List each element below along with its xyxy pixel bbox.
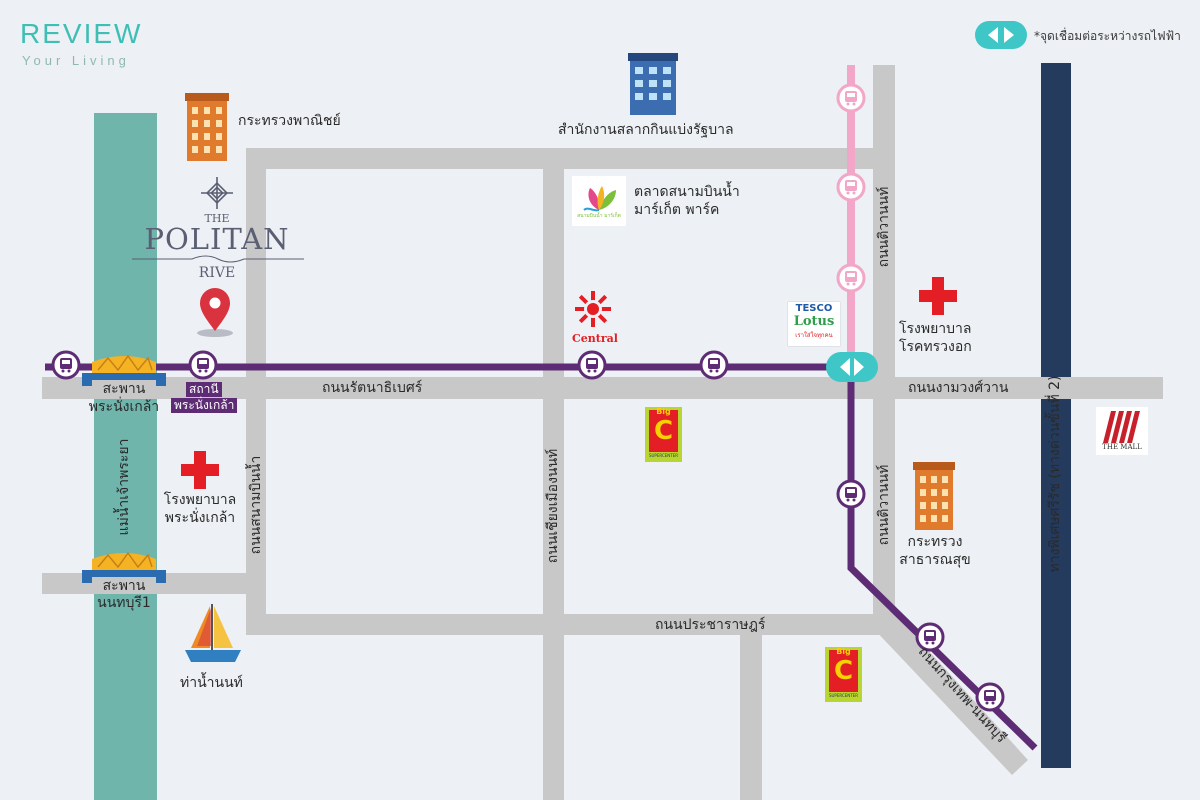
location-pin-icon[interactable] — [190, 287, 240, 339]
station-purple-central-icon[interactable] — [577, 350, 607, 380]
market-logo-text: สนามบินน้ำ มาร์เก็ต — [577, 213, 621, 219]
legend-text: *จุดเชื่อมต่อระหว่างรถไฟฟ้า — [1034, 29, 1181, 43]
road-south — [740, 614, 762, 800]
road-label-pracharat: ถนนประชาราษฎร์ — [655, 617, 766, 633]
bigc-north-logo: Big C SUPERCENTER — [645, 407, 682, 462]
bridge-phra-nang-klao-label-2: พระนั่งเกล้า — [88, 399, 160, 415]
road-chiangmuen — [543, 148, 564, 800]
station-purple-tiwanon-icon[interactable] — [836, 479, 866, 509]
station-pink-2-icon[interactable] — [836, 172, 866, 202]
bigc-south-bottom-text: SUPERCENTER — [828, 693, 859, 698]
bridge-nonthaburi1-label-2: นนทบุรี1 — [97, 595, 151, 611]
project-name-line1: THE — [204, 212, 230, 225]
tesco-lotus-logo: TESCO Lotus เราใส่ใจทุกคน — [788, 302, 840, 346]
station-purple-4-icon[interactable] — [699, 350, 729, 380]
the-mall-text: THE MALL — [1102, 443, 1142, 451]
project-name-line3: RIVE — [198, 265, 236, 281]
station-purple-pnk-icon[interactable] — [188, 350, 218, 380]
river-chaophraya — [94, 113, 157, 800]
road-krungthep-nonthaburi — [873, 614, 1028, 775]
station-pink-1-icon[interactable] — [836, 83, 866, 113]
road-label-tiwanon-south: ถนนติวานนท์ — [876, 464, 892, 546]
politan-emblem-icon — [201, 177, 233, 209]
road-pracharat — [246, 614, 895, 635]
the-mall-logo: THE MALL — [1096, 407, 1148, 455]
bigc-south-top-text: Big — [836, 647, 851, 656]
legend-interchange-icon — [975, 21, 1027, 49]
bridge-nonthaburi1-icon — [82, 551, 166, 583]
commerce-ministry-building-icon — [185, 93, 229, 161]
pnk-hospital-cross-icon — [181, 451, 219, 489]
bigc-north-top-text: Big — [656, 407, 671, 416]
market-label-line1: ตลาดสนามบินน้ำ — [634, 184, 740, 200]
chest-hospital-cross-icon — [919, 277, 957, 315]
station-purple-krungthep-1-icon[interactable] — [915, 622, 945, 652]
pnk-hospital-label-2: พระนั่งเกล้า — [164, 510, 236, 526]
bigc-north-badge — [649, 410, 678, 452]
commerce-ministry-label: กระทรวงพาณิชย์ — [238, 113, 341, 129]
bigc-north-letter: C — [653, 416, 674, 446]
the-mall-mark-icon — [1103, 411, 1140, 443]
bridge-nonthaburi1-label-1: สะพาน — [102, 578, 146, 594]
interchange-icon — [826, 352, 878, 382]
expressway-sirat — [1041, 63, 1071, 768]
bigc-south-letter: C — [833, 656, 854, 686]
road-tiwanon — [873, 65, 895, 635]
road-sanambinnam — [246, 148, 266, 634]
bridge-phra-nang-klao-label-1: สะพาน — [102, 381, 146, 397]
health-ministry-label-2: สาธารณสุข — [899, 552, 971, 568]
tesco-logo-tagline: เราใส่ใจทุกคน — [795, 332, 833, 339]
bridge-phra-nang-klao-icon — [82, 354, 166, 386]
road-nonthaburi1 — [42, 573, 266, 594]
project-name-line2: POLITAN — [144, 222, 290, 256]
pier-label: ท่าน้ำนนท์ — [180, 675, 243, 691]
brand-subtitle: Your Living — [22, 53, 130, 68]
road-network — [42, 65, 1163, 800]
road-label-chiangmuen: ถนนเชียงเมืองนนท์ — [545, 448, 561, 564]
central-logo-text: Central — [572, 332, 618, 345]
lottery-office-label: สำนักงานสลากกินแบ่งรัฐบาล — [558, 122, 734, 138]
pier-boat-icon — [185, 604, 241, 662]
station-pink-3-icon[interactable] — [836, 263, 866, 293]
river-label: แม่น้ำเจ้าพระยา — [116, 438, 132, 536]
health-ministry-label-1: กระทรวง — [907, 534, 963, 550]
bigc-north-bottom-text: SUPERCENTER — [648, 453, 679, 458]
market-label-line2: มาร์เก็ต พาร์ค — [634, 202, 720, 218]
central-logo-icon — [575, 291, 611, 327]
road-label-expressway: ทางพิเศษศรีรัช (ทางด่วนขั้นที่ 2) — [1047, 375, 1063, 573]
project-divider — [132, 255, 304, 263]
chest-hospital-label-1: โรงพยาบาล — [899, 321, 972, 337]
station-purple-1-icon[interactable] — [51, 350, 81, 380]
station-tag-line2: พระนั่งเกล้า — [171, 398, 238, 413]
purple-line-south — [847, 367, 1038, 751]
lottery-office-building-icon — [628, 53, 678, 115]
tesco-logo-text: TESCO — [795, 303, 833, 314]
road-top — [246, 148, 894, 169]
bigc-south-logo: Big C SUPERCENTER — [825, 647, 862, 702]
chest-hospital-label-2: โรคทรวงอก — [899, 339, 972, 355]
bigc-south-badge — [829, 650, 858, 692]
station-purple-krungthep-2-icon[interactable] — [975, 682, 1005, 712]
health-ministry-building-icon — [913, 462, 955, 530]
pnk-hospital-label-1: โรงพยาบาล — [163, 492, 237, 508]
road-label-rattanathibet: ถนนรัตนาธิเบศร์ — [322, 380, 423, 396]
station-tag-line1: สถานี — [186, 382, 222, 397]
road-label-tiwanon-north: ถนนติวานนท์ — [876, 186, 892, 268]
market-park-logo-icon — [572, 176, 626, 226]
lotus-logo-text: Lotus — [793, 314, 835, 329]
brand-title: REVIEW — [20, 18, 143, 49]
road-label-ngamwongwan: ถนนงามวงศ์วาน — [908, 380, 1009, 396]
